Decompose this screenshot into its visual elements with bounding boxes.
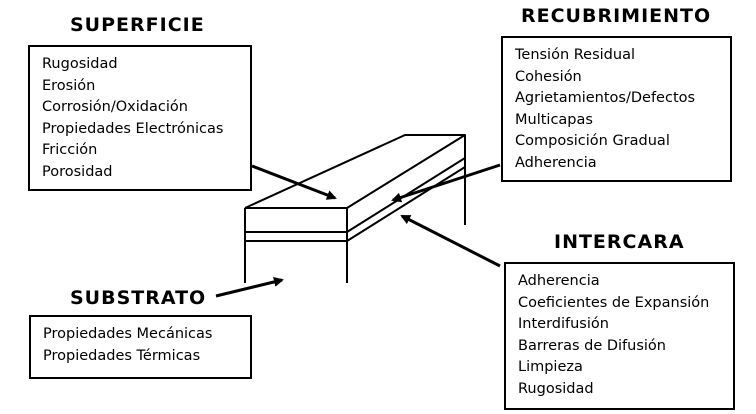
list-item: Barreras de Difusión — [518, 337, 666, 354]
arrows — [215, 163, 501, 298]
bar-outline — [244, 134, 466, 283]
list-item: Rugosidad — [42, 56, 118, 72]
substrato-heading: SUBSTRATO — [70, 287, 207, 309]
list-item: Tensión Residual — [515, 47, 635, 63]
list-item: Erosión — [42, 77, 96, 94]
arrow-recubrimiento — [391, 163, 501, 203]
superficie-heading: SUPERFICIE — [70, 14, 205, 36]
list-item: Corrosión/Oxidación — [42, 99, 188, 116]
arrow-intercara — [400, 214, 501, 268]
substrato-list: Propiedades Mecánicas Propiedades Térmic… — [43, 324, 250, 367]
bar-top-face — [244, 134, 466, 209]
intercara-box: Adherencia Coeficientes de Expansión Int… — [504, 262, 735, 410]
recubrimiento-heading: RECUBRIMIENTO — [521, 5, 712, 27]
bar-front-face — [245, 207, 348, 283]
list-item: Propiedades Mecánicas — [43, 326, 213, 342]
list-item: Limpieza — [518, 359, 583, 376]
list-item: Cohesión — [515, 68, 582, 85]
list-item: Propiedades Electrónicas — [42, 120, 224, 137]
intercara-heading: INTERCARA — [554, 231, 685, 253]
list-item: Coeficientes de Expansión — [518, 294, 710, 311]
list-item: Interdifusión — [518, 316, 609, 333]
superficie-list: Rugosidad Erosión Corrosión/Oxidación Pr… — [42, 54, 250, 184]
list-item: Agrietamientos/Defectos — [515, 90, 696, 107]
intercara-list: Adherencia Coeficientes de Expansión Int… — [518, 271, 733, 401]
substrato-box: Propiedades Mecánicas Propiedades Térmic… — [29, 315, 252, 379]
coating-line-side-2 — [346, 166, 466, 242]
list-item: Adherencia — [518, 273, 600, 289]
list-item: Propiedades Térmicas — [43, 347, 201, 364]
recubrimiento-box: Tensión Residual Cohesión Agrietamientos… — [501, 36, 732, 182]
recubrimiento-list: Tensión Residual Cohesión Agrietamientos… — [515, 45, 730, 175]
arrow-substrato — [215, 277, 284, 298]
list-item: Adherencia — [515, 154, 597, 171]
list-item: Multicapas — [515, 111, 593, 128]
list-item: Fricción — [42, 142, 98, 159]
list-item: Porosidad — [42, 163, 113, 180]
list-item: Rugosidad — [518, 380, 594, 397]
superficie-box: Rugosidad Erosión Corrosión/Oxidación Pr… — [28, 45, 252, 191]
list-item: Composición Gradual — [515, 133, 670, 150]
arrow-superficie — [251, 164, 337, 200]
